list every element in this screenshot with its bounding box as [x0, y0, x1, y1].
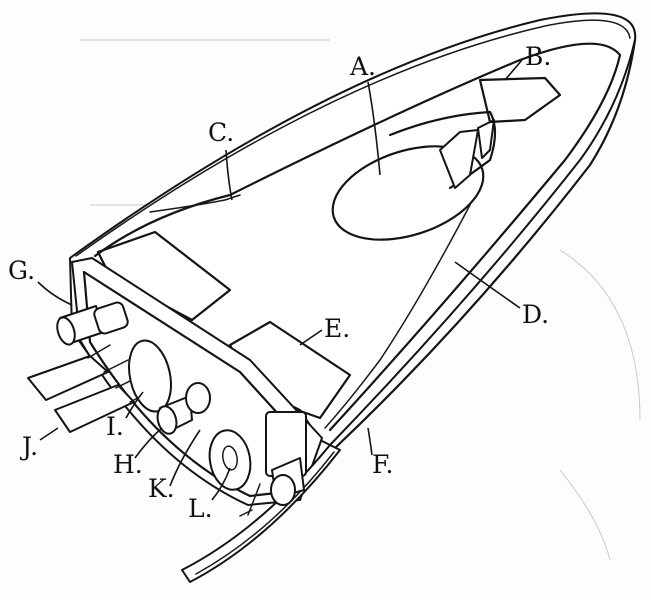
hull-top-rim	[75, 19, 631, 257]
label-f: F.	[372, 450, 394, 479]
leader-b	[504, 59, 523, 81]
cockpit-window-right	[477, 119, 495, 159]
leader-k	[169, 429, 201, 487]
rail-struts	[87, 344, 151, 403]
upper-deck-edge	[93, 42, 622, 432]
label-j: J.	[22, 432, 39, 461]
label-h: H.	[113, 450, 143, 479]
leader-c	[225, 149, 233, 201]
leader-a	[367, 81, 381, 176]
leader-f	[367, 427, 373, 456]
hull-crease	[324, 204, 471, 429]
hull-right-edge	[333, 38, 637, 450]
leader-lines	[37, 59, 523, 501]
rail-upper	[27, 355, 109, 401]
leader-g	[37, 281, 73, 306]
leader-i	[125, 391, 144, 419]
label-i: I.	[106, 412, 124, 441]
engine-f-nozzle	[239, 411, 307, 517]
panel-b	[478, 76, 562, 124]
engine-g	[56, 301, 129, 346]
label-k: K.	[148, 474, 175, 503]
leader-h	[134, 427, 163, 459]
rail-lower	[54, 384, 135, 433]
oval-panel-a	[331, 145, 485, 241]
label-c: C.	[208, 118, 235, 147]
leader-e	[299, 329, 323, 346]
label-e: E.	[324, 314, 351, 343]
leader-d	[454, 261, 521, 309]
engine-i-plate	[128, 339, 172, 413]
leader-j	[39, 427, 59, 441]
engine-h	[156, 382, 211, 435]
label-b: B.	[525, 42, 552, 71]
underside-fin-line	[195, 451, 335, 575]
label-d: D.	[522, 300, 550, 329]
panel-c-line	[149, 194, 241, 213]
label-l: L.	[188, 494, 213, 523]
label-g: G.	[8, 256, 36, 285]
cockpit-window-left	[439, 129, 479, 189]
leader-l	[211, 467, 231, 501]
label-a: A.	[350, 52, 377, 81]
port-l	[208, 429, 252, 491]
